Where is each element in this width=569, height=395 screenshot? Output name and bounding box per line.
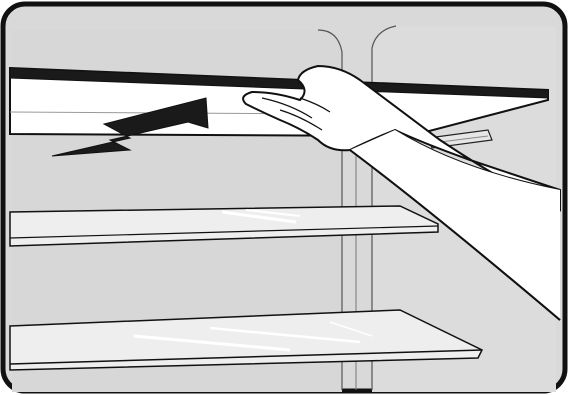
- shelf-installation-illustration: [0, 0, 569, 395]
- illustration-canvas: [0, 0, 569, 395]
